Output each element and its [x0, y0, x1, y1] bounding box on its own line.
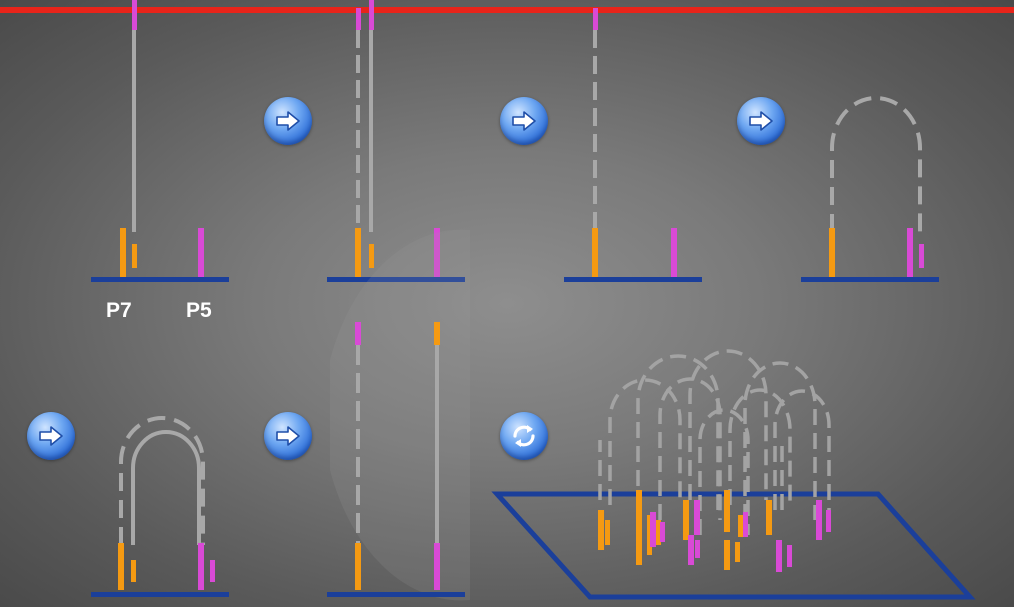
panel-3-surface — [564, 277, 702, 282]
panel-1-surface — [91, 277, 229, 282]
panel-4-bridge-strand — [830, 96, 922, 232]
next-step-button-4[interactable] — [27, 412, 75, 460]
next-step-button-2[interactable] — [500, 97, 548, 145]
panel-5-p5-complement — [210, 560, 215, 582]
panel-6-denatured-pair — [327, 322, 465, 597]
panel-4-p5-primer — [907, 228, 913, 277]
panel-2-template-p7-complement — [369, 244, 374, 268]
next-step-button-5[interactable] — [264, 412, 312, 460]
panel-3-bound-strand-end — [593, 8, 598, 30]
panel-5-p7-complement — [131, 560, 136, 582]
panel-3-p5-primer — [671, 228, 677, 277]
panel-7-surface — [491, 491, 976, 600]
top-red-line — [0, 7, 1014, 13]
panel-5-outer-strand — [119, 416, 205, 545]
panel-2-extension — [327, 0, 465, 282]
panel-3-denature — [564, 8, 702, 282]
panel-7-p7-primers — [598, 490, 772, 570]
panel-2-p5-primer — [434, 228, 440, 277]
panel-4-p7-primer — [829, 228, 835, 277]
panel-1-p5-primer — [198, 228, 204, 277]
arrow-right-icon — [749, 111, 773, 131]
label-p7: P7 — [106, 299, 132, 322]
panel-5-p5-primer — [198, 543, 204, 590]
panel-4-bridge-p5-end — [919, 244, 924, 268]
arrow-right-icon — [276, 111, 300, 131]
next-step-button-3[interactable] — [737, 97, 785, 145]
panel-2-new-strand-end — [356, 8, 361, 30]
ghost-lens — [330, 229, 470, 601]
panel-4-surface — [801, 277, 939, 282]
panel-1-p7-primer — [120, 228, 126, 277]
panel-6-surface — [327, 592, 465, 597]
panel-1-template-hybridization — [91, 0, 229, 282]
panel-5-p7-primer — [118, 543, 124, 590]
arrow-right-icon — [276, 426, 300, 446]
panel-6-right-strand-end — [434, 322, 440, 345]
panel-7-p5-primers — [650, 500, 831, 572]
panel-2-template-p5-end — [369, 0, 374, 30]
panel-7-bridges — [598, 349, 831, 535]
panel-5-bridge-extension — [91, 416, 229, 597]
arrow-right-icon — [512, 111, 536, 131]
next-step-button-1[interactable] — [264, 97, 312, 145]
panel-5-inner-strand — [131, 430, 201, 545]
panel-6-left-strand-end — [355, 322, 361, 345]
panel-4-bridge-formation — [801, 96, 939, 282]
cycle-button[interactable] — [500, 412, 548, 460]
panel-2-surface — [327, 277, 465, 282]
panel-3-p7-primer — [592, 228, 598, 277]
panel-6-p7-primer — [355, 543, 361, 590]
refresh-cycle-icon — [513, 425, 535, 447]
panel-1-template-p5-end — [132, 0, 137, 30]
panel-7-cluster — [491, 349, 976, 600]
panel-1-template-p7-complement — [132, 244, 137, 268]
panel-2-p7-primer — [355, 228, 361, 277]
panel-5-surface — [91, 592, 229, 597]
label-p5: P5 — [186, 299, 212, 322]
panel-6-p5-primer — [434, 543, 440, 590]
arrow-right-icon — [39, 426, 63, 446]
